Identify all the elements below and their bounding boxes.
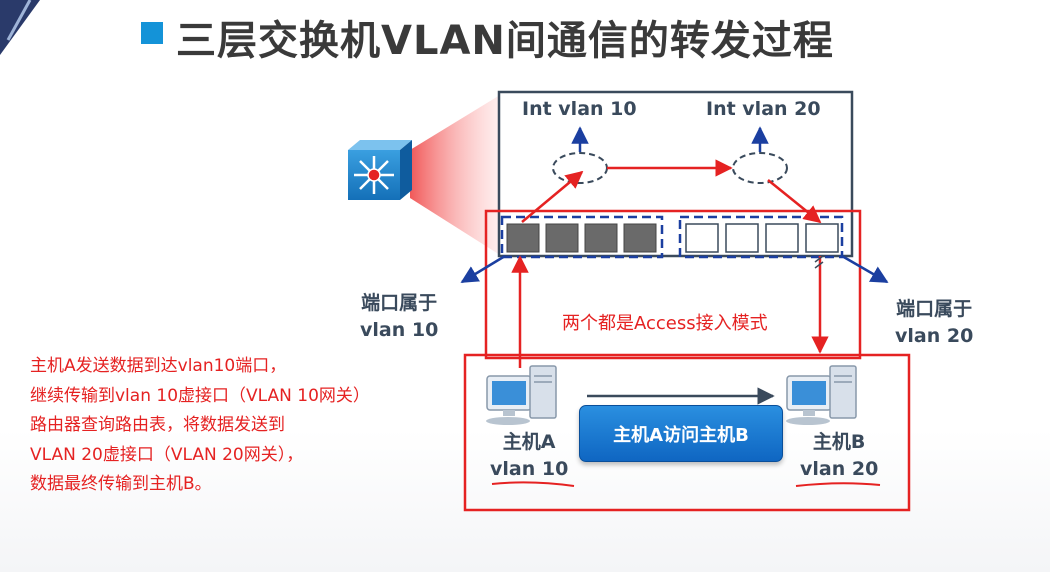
- vlan20-port-group: [678, 215, 844, 259]
- host-b-underline: [795, 482, 881, 487]
- host-a-name: 主机A: [502, 431, 556, 453]
- vlan10-port-group: [500, 215, 664, 259]
- zoom-beam: [410, 95, 500, 255]
- access-mode-note: 两个都是Access接入模式: [562, 313, 768, 334]
- port-vlan10-label: 端口属于 vlan 10: [360, 290, 438, 344]
- port-vlan20-line2: vlan 20: [895, 325, 974, 347]
- process-note: 主机A发送数据到达vlan10端口， 继续传输到vlan 10虚接口（VLAN …: [30, 352, 370, 500]
- host-a-vlan: vlan 10: [490, 458, 569, 480]
- svi-vlan20-ellipse: [732, 152, 788, 184]
- host-a-to-b-button: 主机A访问主机B: [579, 405, 783, 462]
- process-note-line: 数据最终传输到主机B。: [30, 474, 212, 494]
- host-a-underline: [491, 481, 575, 487]
- svi-vlan10-label: Int vlan 10: [522, 98, 637, 120]
- host-b-vlan: vlan 20: [800, 458, 879, 480]
- host-b-name: 主机B: [812, 431, 866, 453]
- ports-highlight-box: [484, 209, 862, 360]
- process-note-line: 主机A发送数据到达vlan10端口，: [30, 356, 287, 376]
- slide-title: 三层交换机VLAN间通信的转发过程: [176, 18, 834, 64]
- process-note-line: 路由器查询路由表，将数据发送到: [30, 415, 285, 435]
- process-note-line: 继续传输到vlan 10虚接口（VLAN 10网关）: [30, 385, 370, 406]
- vlan20-ports: [685, 223, 839, 253]
- title-bullet: [141, 22, 163, 44]
- host-b-label: 主机B vlan 20: [800, 429, 878, 483]
- port-vlan10-line2: vlan 10: [360, 319, 439, 341]
- port10-label-arrow: [460, 254, 506, 284]
- svi-vlan20-label: Int vlan 20: [706, 98, 821, 120]
- host-a-label: 主机A vlan 10: [490, 429, 568, 483]
- port-vlan20-line1: 端口属于: [896, 298, 973, 320]
- forwarding-path: [511, 159, 829, 368]
- pc-icon: [486, 365, 557, 425]
- pc-icon: [786, 365, 857, 425]
- port20-label-arrow: [841, 254, 889, 284]
- port-break-mark: [814, 255, 824, 269]
- port-vlan20-label: 端口属于 vlan 20: [895, 296, 973, 350]
- corner-decoration: [0, 0, 40, 55]
- hosts-highlight-box: [463, 353, 911, 512]
- port-vlan10-line1: 端口属于: [361, 292, 438, 314]
- vlan10-ports: [506, 223, 657, 253]
- l3-switch-icon: [348, 140, 412, 200]
- process-note-line: VLAN 20虚接口（VLAN 20网关），: [30, 444, 304, 465]
